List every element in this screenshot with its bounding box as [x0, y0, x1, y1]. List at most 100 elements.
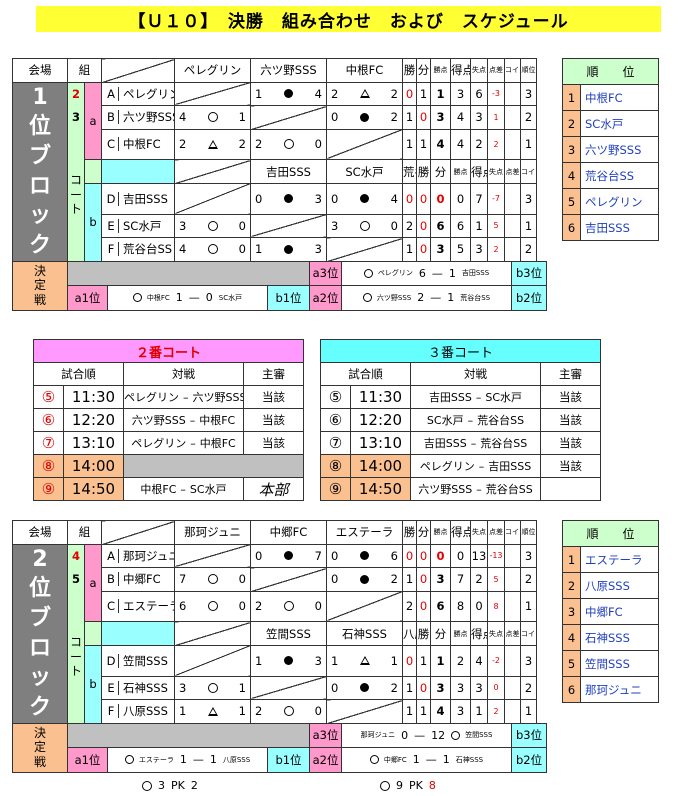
match-number: ⑧ — [33, 454, 64, 478]
venue-header: 会場 — [12, 58, 68, 83]
stat-cell: 0 — [430, 543, 451, 568]
column-team: 中根FC — [326, 58, 403, 83]
group-letter: a — [84, 81, 102, 161]
stat-cell: 2 — [470, 128, 488, 161]
venue-header: 会場 — [12, 520, 68, 545]
rank-team: 荒谷台SS — [579, 162, 660, 189]
stat-cell: 13 — [470, 543, 488, 568]
rank-team: エステーラ — [579, 546, 660, 573]
stat-cell: 1 — [416, 128, 431, 161]
rank-number: 1 — [562, 84, 581, 111]
court-label: コート — [67, 129, 85, 262]
matchup: ペレグリン–中根FC — [123, 431, 244, 455]
stat-cell: 4 — [430, 128, 451, 161]
coin-header: コイン — [520, 159, 537, 184]
win-ring-icon — [283, 601, 294, 612]
block1-table: 会場組ペレグリン六ツ野SSS中根FC勝分勝点得点失点点差コイン順位1位ブロック2… — [12, 58, 548, 311]
rank-header: 順位 — [520, 58, 537, 83]
rank-number: 4 — [562, 624, 581, 651]
stat-cell: 1 — [520, 590, 537, 623]
match-number: ⑦ — [33, 431, 64, 455]
rank-team: ペレグリン — [579, 188, 660, 215]
group-letter: a — [84, 543, 102, 623]
stat-cell: 1 — [416, 644, 431, 677]
stat-cell — [504, 213, 521, 239]
b3-label: b3位 — [511, 722, 548, 749]
stat-cell: 2 — [450, 644, 471, 677]
coin-header: コイン — [520, 621, 537, 646]
rank-number: 3 — [562, 136, 581, 163]
stat-cell: 5 — [487, 567, 505, 592]
rank-team: 吉田SSS — [579, 214, 660, 241]
group-header: 組 — [67, 58, 102, 83]
draw-header: 分 — [430, 621, 451, 646]
matchup: 吉田SSS–荒谷台SS — [410, 431, 541, 455]
stat-cell — [504, 543, 521, 568]
self-match-cell — [326, 237, 403, 262]
stat-cell: 7 — [450, 567, 471, 592]
rank-number: 3 — [562, 598, 581, 625]
win-ring-icon — [283, 139, 294, 150]
coin-header: コイン — [504, 58, 521, 83]
match-time: 11:30 — [350, 385, 411, 409]
stat-cell: 3 — [430, 675, 451, 701]
stat-cell: 0 — [450, 543, 471, 568]
matchup: 吉田SSS–SC水戸 — [410, 385, 541, 409]
rank-number: 1 — [562, 546, 581, 573]
referee: 当該 — [539, 385, 602, 409]
win-ring-icon — [362, 293, 372, 303]
rank-team: 八原SSS — [579, 572, 660, 599]
loss-dot-icon — [284, 551, 293, 561]
stat-cell: 1 — [520, 699, 537, 724]
self-match-cell — [250, 567, 327, 592]
stat-cell: 0 — [416, 213, 431, 239]
ranking-title: 順 位 — [561, 520, 660, 547]
stat-cell: 0 — [487, 675, 505, 701]
stat-cell: 3 — [520, 543, 537, 568]
match-header: 対戦 — [410, 362, 541, 386]
column-team: 中郷FC — [250, 520, 327, 545]
match-time: 14:00 — [63, 454, 124, 478]
stat-cell: 3 — [430, 237, 451, 262]
stat-cell: 1 — [402, 128, 417, 161]
stat-cell: 6 — [430, 590, 451, 623]
rank-number: 5 — [562, 650, 581, 677]
stat-cell: 6 — [450, 213, 471, 239]
win-ring-icon — [207, 682, 218, 693]
court-number: 2 — [67, 81, 85, 106]
draw-header: 分 — [416, 520, 431, 545]
match-number: ⑤ — [33, 385, 64, 409]
a2-label: a2位 — [309, 285, 343, 311]
stat-cell: 8 — [487, 590, 505, 623]
order-header: 試合順 — [33, 362, 124, 386]
stat-cell — [504, 128, 521, 161]
loss-dot-icon — [360, 574, 369, 584]
ranking-title: 順 位 — [561, 58, 660, 85]
stat-cell: 2 — [520, 675, 537, 701]
stat-cell: 0 — [402, 644, 417, 677]
goal-diff-header: 点差 — [504, 159, 521, 184]
referee: 当該 — [242, 408, 305, 432]
rank-team: 六ツ野SSS — [579, 136, 660, 163]
stat-cell: 2 — [520, 237, 537, 262]
stat-cell: 0 — [430, 182, 451, 215]
group-header: 組 — [67, 520, 102, 545]
stat-cell: 3 — [430, 567, 451, 592]
